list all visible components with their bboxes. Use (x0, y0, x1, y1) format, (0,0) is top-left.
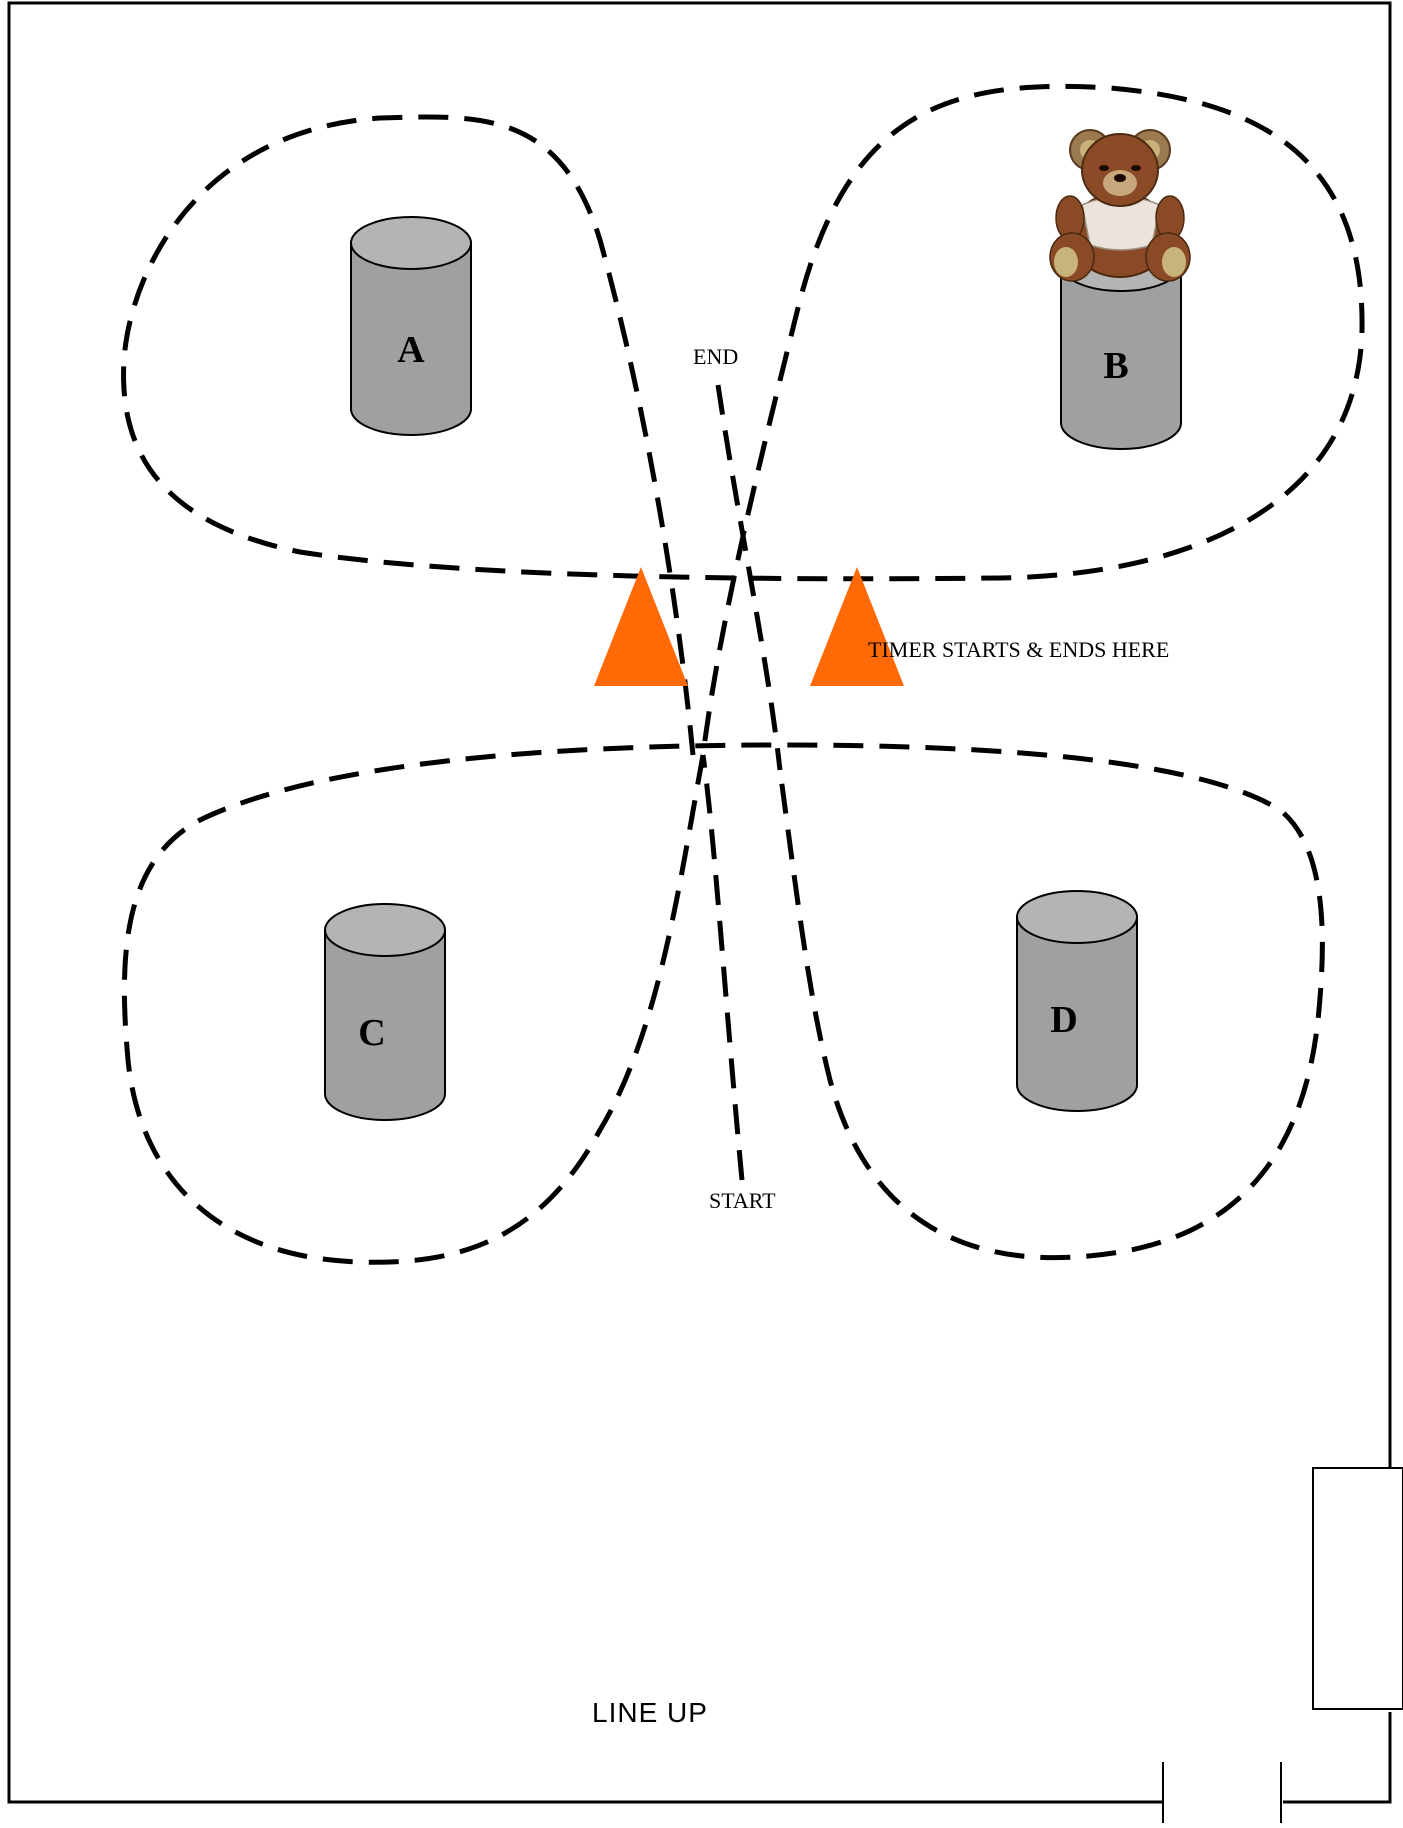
start-line (700, 754, 745, 1181)
barrel-c-label: C (358, 1012, 385, 1054)
loop-cd-path (121, 742, 1325, 1265)
riding-pattern (121, 83, 1365, 1265)
barrel-b-label: B (1103, 345, 1128, 387)
teddy-bear-icon (1049, 129, 1191, 282)
barrel-d-label: D (1050, 999, 1077, 1041)
barrel-c: C (324, 903, 446, 1121)
traffic-cone-right-icon (810, 567, 904, 686)
line-up-label: LINE UP (592, 1697, 708, 1728)
loop-a-path (121, 83, 1365, 756)
end-line (715, 384, 783, 771)
traffic-cone-left-icon (594, 567, 688, 686)
end-label: END (693, 344, 738, 369)
barrel-b: B (1060, 238, 1182, 450)
barrel-a: A (350, 216, 472, 436)
gate (1312, 1467, 1403, 1710)
barrel-a-label: A (397, 329, 425, 371)
timer-label: TIMER STARTS & ENDS HERE (868, 637, 1169, 662)
arena-border (7, 1, 1392, 1804)
barrel-d: D (1016, 890, 1138, 1112)
start-label: START (709, 1188, 776, 1213)
